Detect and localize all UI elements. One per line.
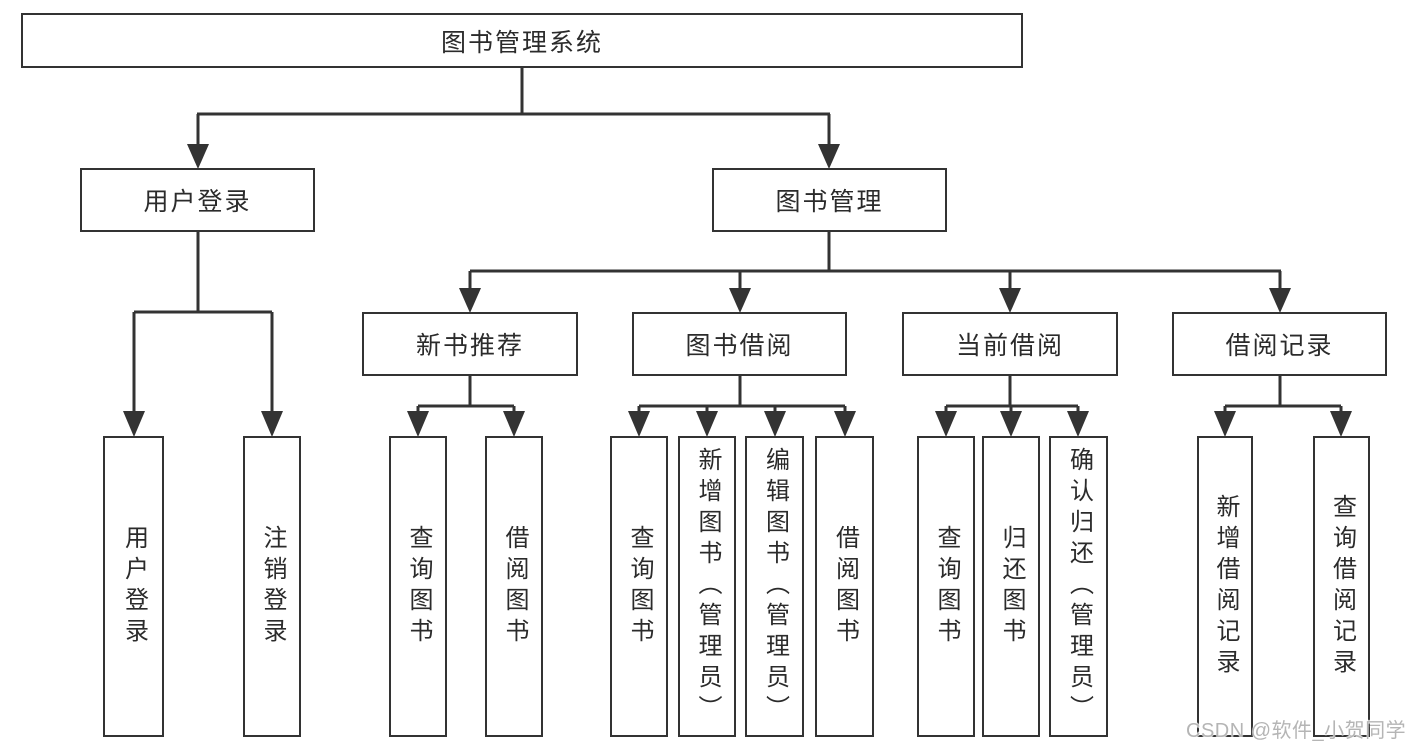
leaf-label: 注销登录 (259, 524, 286, 649)
leaf-query-borrow-record: 查询借阅记录 (1313, 436, 1370, 737)
leaf-label: 新增图书（管理员） (694, 447, 721, 726)
node-borrowing-records: 借阅记录 (1172, 312, 1387, 376)
leaf-add-book-admin: 新增图书（管理员） (678, 436, 736, 737)
leaf-user-login: 用户登录 (103, 436, 164, 737)
leaf-logout: 注销登录 (243, 436, 301, 737)
node-root: 图书管理系统 (21, 13, 1023, 68)
leaf-return-books: 归还图书 (982, 436, 1040, 737)
node-user-login: 用户登录 (80, 168, 315, 232)
node-new-book-recommend: 新书推荐 (362, 312, 578, 376)
leaf-label: 借阅图书 (831, 524, 859, 649)
node-book-management: 图书管理 (712, 168, 947, 232)
leaf-borrow-books-recommend: 借阅图书 (485, 436, 543, 737)
leaf-add-borrow-record: 新增借阅记录 (1197, 436, 1253, 737)
leaf-label: 查询图书 (933, 524, 960, 649)
leaf-label: 归还图书 (998, 524, 1025, 649)
leaf-query-books-recommend: 查询图书 (389, 436, 447, 737)
leaf-label: 借阅图书 (501, 524, 528, 649)
watermark: CSDN @软件_小贺同学 (1186, 720, 1405, 742)
leaf-confirm-return-admin: 确认归还（管理员） (1049, 436, 1108, 737)
leaf-label: 用户登录 (120, 524, 148, 649)
leaf-label: 新增借阅记录 (1212, 493, 1239, 680)
leaf-label: 查询借阅记录 (1328, 493, 1356, 680)
node-current-borrowing: 当前借阅 (902, 312, 1118, 376)
leaf-label: 查询图书 (405, 524, 432, 649)
leaf-label: 编辑图书（管理员） (761, 447, 789, 726)
leaf-label: 查询图书 (626, 524, 653, 649)
node-book-borrowing: 图书借阅 (632, 312, 847, 376)
leaf-query-books-current: 查询图书 (917, 436, 975, 737)
leaf-borrow-books-borrowing: 借阅图书 (815, 436, 874, 737)
leaf-edit-book-admin: 编辑图书（管理员） (745, 436, 804, 737)
leaf-query-books-borrowing: 查询图书 (610, 436, 668, 737)
leaf-label: 确认归还（管理员） (1065, 447, 1093, 726)
